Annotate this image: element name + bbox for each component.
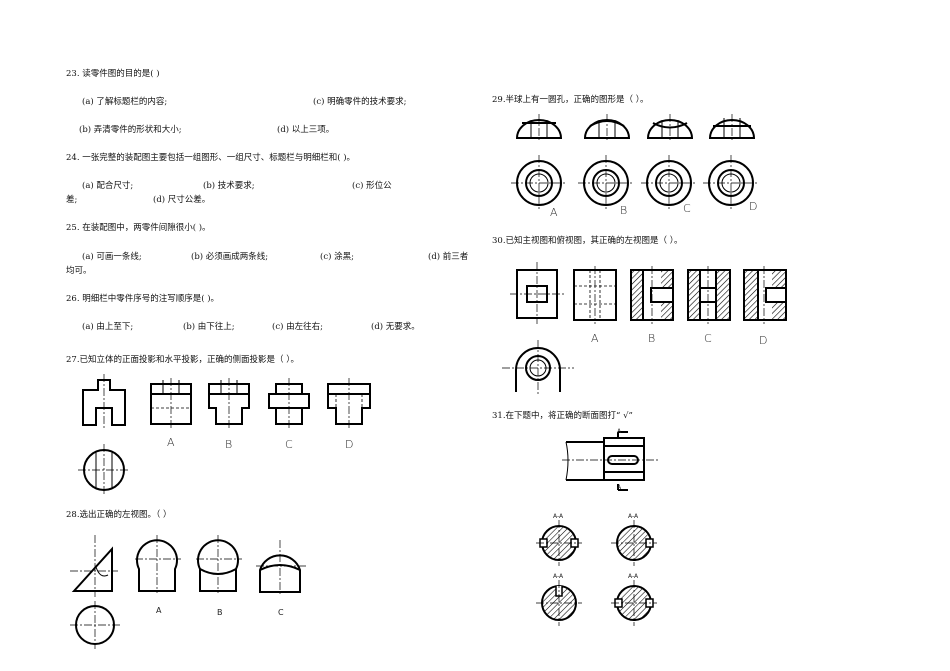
- q28-option-a-figure[interactable]: [135, 535, 183, 593]
- q27-label-a: A: [167, 436, 175, 449]
- q31-section-label-2: A-A: [628, 513, 639, 520]
- q23-option-c[interactable]: (c) 明确零件的技术要求;: [313, 97, 407, 107]
- q29-question: 29.半球上有一圆孔，正确的图形是（ ）。: [492, 95, 649, 105]
- q27-top-view: [78, 444, 130, 496]
- q26-option-a[interactable]: (a) 由上至下;: [82, 322, 134, 332]
- q30-label-b: B: [648, 332, 656, 345]
- q31-question: 31.在下题中，将正确的断面图打“ √”: [492, 411, 633, 421]
- q29-label-c: C: [683, 202, 691, 215]
- q27-question: 27.已知立体的正面投影和水平投影，正确的侧面投影是（ ）。: [66, 355, 299, 365]
- q27-label-b: B: [225, 438, 233, 451]
- q30-top-view: [502, 340, 574, 396]
- q24-option-d[interactable]: (d) 尺寸公差。: [153, 195, 211, 205]
- q31-section-option-2[interactable]: [611, 520, 657, 566]
- q27-option-a-figure[interactable]: [148, 378, 196, 430]
- q30-option-a-figure[interactable]: [570, 266, 620, 324]
- q31-section-option-3[interactable]: [536, 580, 582, 626]
- q30-question: 30.已知主视图和俯视图，其正确的左视图是（ ）。: [492, 236, 683, 246]
- q31-section-label-4: A-A: [628, 573, 639, 580]
- q24-question: 24. 一张完整的装配图主要包括一组图形、一组尺寸、标题栏与明细栏和( )。: [66, 153, 356, 163]
- q26-question: 26. 明细栏中零件序号的注写顺序是( )。: [66, 294, 220, 304]
- q31-section-option-4[interactable]: [611, 580, 657, 626]
- q24-option-c-cont: 差;: [66, 195, 78, 205]
- q30-option-d-figure[interactable]: [740, 266, 790, 324]
- q28-option-c-figure[interactable]: [256, 540, 306, 594]
- q30-label-d: D: [759, 334, 768, 347]
- q26-option-d[interactable]: (d) 无要求。: [371, 322, 420, 332]
- q29-option-a-front[interactable]: [514, 114, 566, 140]
- q28-label-c: C: [278, 608, 284, 617]
- q28-front-view: [70, 535, 118, 597]
- q30-front-view: [510, 262, 566, 324]
- q23-option-b[interactable]: (b) 弄清零件的形状和大小;: [79, 125, 182, 135]
- q29-option-c-top[interactable]: [641, 155, 697, 211]
- q30-option-c-figure[interactable]: [684, 266, 734, 324]
- q27-label-d: D: [345, 438, 354, 451]
- q31-cut-label-bottom: A: [617, 484, 622, 491]
- q29-option-d-top[interactable]: [703, 155, 759, 211]
- q28-question: 28.选出正确的左视图。（ ）: [66, 510, 172, 520]
- q23-question: 23. 读零件图的目的是( ): [66, 69, 160, 79]
- q25-question: 25. 在装配图中，两零件间隙很小( )。: [66, 223, 211, 233]
- q24-option-c[interactable]: (c) 形位公: [352, 181, 392, 191]
- q24-option-a[interactable]: (a) 配合尺寸;: [82, 181, 134, 191]
- q27-front-view: [82, 374, 126, 430]
- q29-option-a-top[interactable]: [511, 155, 567, 211]
- q25-option-d-cont: 均可。: [66, 266, 92, 276]
- q23-option-d[interactable]: (d) 以上三项。: [277, 125, 335, 135]
- q28-top-view: [70, 601, 120, 649]
- q25-option-a[interactable]: (a) 可画一条线;: [82, 252, 142, 262]
- q27-option-b-figure[interactable]: [206, 378, 254, 430]
- q29-option-d-front[interactable]: [707, 114, 759, 140]
- q30-label-c: C: [704, 332, 712, 345]
- q26-option-c[interactable]: (c) 由左往右;: [272, 322, 323, 332]
- q27-option-c-figure[interactable]: [266, 378, 314, 430]
- q30-label-a: A: [591, 332, 599, 345]
- q31-cut-label-top: A: [617, 428, 622, 435]
- q29-label-d: D: [749, 200, 758, 213]
- q31-section-label-3: A-A: [553, 573, 564, 580]
- q25-option-c[interactable]: (c) 涂黑;: [320, 252, 354, 262]
- q28-label-b: B: [217, 608, 223, 617]
- q31-shaft-figure: [562, 431, 658, 491]
- q31-section-label-1: A-A: [553, 513, 564, 520]
- q28-option-b-figure[interactable]: [196, 535, 244, 593]
- q30-option-b-figure[interactable]: [627, 266, 677, 324]
- q25-option-b[interactable]: (b) 必须画成两条线;: [191, 252, 269, 262]
- q29-label-b: B: [620, 204, 628, 217]
- q29-option-b-top[interactable]: [578, 155, 634, 211]
- q23-option-a[interactable]: (a) 了解标题栏的内容;: [82, 97, 168, 107]
- q25-option-d[interactable]: (d) 前三者: [428, 252, 469, 262]
- q28-label-a: A: [156, 606, 162, 615]
- q29-option-c-front[interactable]: [645, 114, 697, 140]
- q31-section-option-1[interactable]: [536, 520, 582, 566]
- q27-label-c: C: [285, 438, 293, 451]
- q29-label-a: A: [550, 206, 558, 219]
- q26-option-b[interactable]: (b) 由下往上;: [183, 322, 235, 332]
- q24-option-b[interactable]: (b) 技术要求;: [203, 181, 255, 191]
- q27-option-d-figure[interactable]: [325, 378, 375, 430]
- q29-option-b-front[interactable]: [582, 114, 634, 140]
